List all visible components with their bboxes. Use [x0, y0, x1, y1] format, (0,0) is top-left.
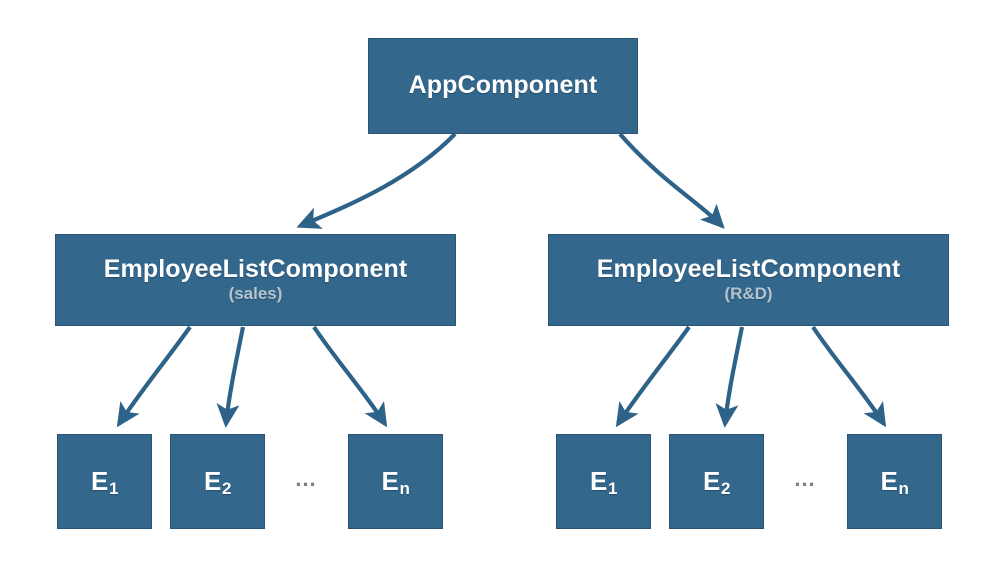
ellipsis-rnd: ... [794, 466, 816, 491]
node-employee-rnd-1-label: E1 [589, 466, 618, 499]
node-employee-list-component-sales[interactable]: EmployeeListComponent (sales) [55, 234, 456, 326]
edge-rnd-to-e2 [715, 326, 745, 428]
edge-app-to-rnd [618, 132, 725, 229]
node-employee-sales-2-label: E2 [203, 466, 232, 499]
edge-sales-to-en [312, 325, 388, 428]
node-app-component[interactable]: AppComponent [368, 38, 638, 134]
node-employee-list-component-rnd-label: EmployeeListComponent [596, 254, 901, 283]
node-employee-rnd-1[interactable]: E1 [556, 434, 651, 529]
employee-letter: E [381, 466, 399, 497]
node-employee-rnd-n[interactable]: En [847, 434, 942, 529]
node-employee-list-component-rnd-sublabel: (R&D) [724, 284, 773, 304]
node-employee-list-component-sales-sublabel: (sales) [228, 284, 283, 304]
employee-index: 2 [221, 479, 232, 499]
node-employee-sales-n[interactable]: En [348, 434, 443, 529]
edge-sales-to-e1 [116, 325, 192, 428]
employee-index: 1 [108, 479, 119, 499]
employee-letter: E [589, 466, 608, 497]
edge-app-to-sales [296, 132, 457, 229]
employee-index: 2 [720, 479, 731, 499]
node-employee-sales-n-label: En [381, 466, 410, 499]
employee-letter: E [702, 466, 721, 497]
node-employee-list-component-rnd[interactable]: EmployeeListComponent (R&D) [548, 234, 949, 326]
ellipsis-sales: ... [295, 466, 317, 491]
employee-letter: E [203, 466, 222, 497]
employee-letter: E [880, 466, 898, 497]
node-employee-rnd-2[interactable]: E2 [669, 434, 764, 529]
edge-rnd-to-e1 [615, 325, 691, 428]
node-employee-sales-2[interactable]: E2 [170, 434, 265, 529]
edge-sales-to-e2 [216, 326, 246, 428]
node-app-component-label: AppComponent [408, 71, 598, 100]
employee-letter: E [90, 466, 109, 497]
node-employee-sales-1[interactable]: E1 [57, 434, 152, 529]
node-employee-list-component-sales-label: EmployeeListComponent [103, 254, 408, 283]
node-employee-rnd-2-label: E2 [702, 466, 731, 499]
edge-rnd-to-en [811, 325, 887, 428]
node-employee-sales-1-label: E1 [90, 466, 119, 499]
employee-index: n [399, 479, 410, 499]
employee-index: 1 [607, 479, 618, 499]
employee-index: n [898, 479, 909, 499]
node-employee-rnd-n-label: En [880, 466, 909, 499]
